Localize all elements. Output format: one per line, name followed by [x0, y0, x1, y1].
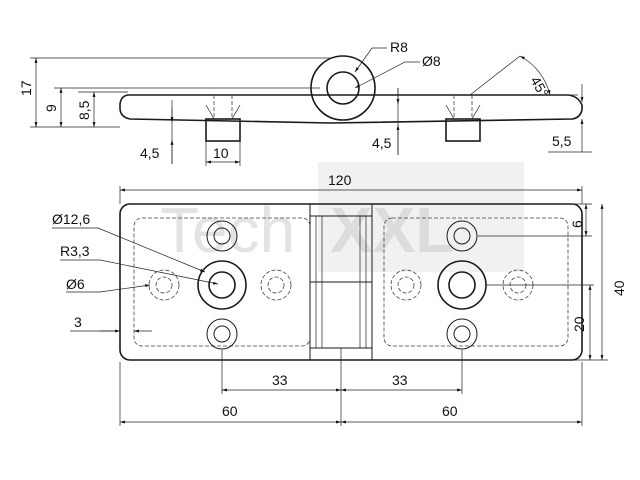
left-stud: [205, 118, 241, 142]
watermark-xxl: XXL: [330, 194, 454, 266]
dim-r3-3: R3,3: [60, 243, 90, 259]
dim-r8: R8: [390, 39, 408, 55]
dim-9: 9: [43, 104, 59, 112]
dim-60-right: 60: [442, 403, 458, 419]
dim-120: 120: [328, 172, 352, 188]
dim-4-5-left: 4,5: [140, 145, 160, 161]
top-view: 120 Ø12,6 R3,3 Ø6 3 6 40 20 33 33: [52, 172, 627, 426]
dim-3: 3: [74, 314, 82, 330]
dim-33-left: 33: [272, 372, 288, 388]
side-view: 17 9 8,5 R8 Ø8 45° 4,5 10 4,5: [18, 39, 592, 166]
dim-6: 6: [569, 220, 585, 228]
plate-outline: [119, 203, 583, 361]
dim-60-left: 60: [222, 403, 238, 419]
dim-40: 40: [611, 280, 627, 296]
dim-33-right: 33: [392, 372, 408, 388]
dim-45: 45°: [527, 74, 551, 100]
dim-17: 17: [18, 80, 34, 96]
dim-4-5-right: 4,5: [372, 135, 392, 151]
dim-5-5: 5,5: [552, 133, 572, 149]
pin-hole: [326, 71, 360, 105]
dim-8-5: 8,5: [76, 100, 92, 120]
dim-d6: Ø6: [66, 276, 85, 292]
dim-10: 10: [213, 145, 229, 161]
dim-d12-6: Ø12,6: [52, 211, 90, 227]
dim-d8: Ø8: [422, 53, 441, 69]
dim-20: 20: [571, 316, 587, 332]
left-hole-pattern: [148, 220, 292, 350]
knuckle-outline: [310, 55, 376, 121]
right-stud: [445, 118, 481, 142]
